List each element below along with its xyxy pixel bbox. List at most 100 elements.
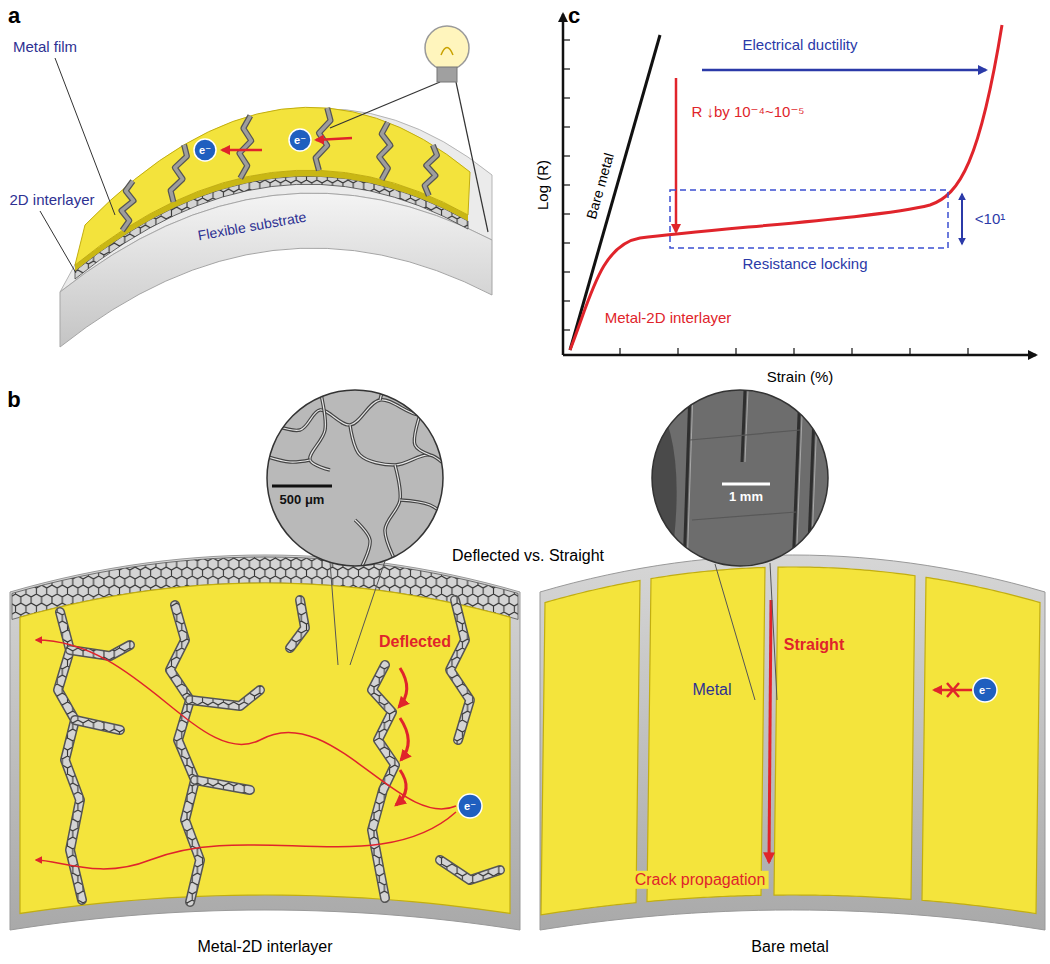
crack: [170, 605, 200, 902]
ductility-arrow: [702, 69, 986, 72]
micro-crack: [684, 390, 690, 570]
micro-crack: [355, 520, 370, 570]
tick: [563, 213, 570, 214]
micrograph-frame: [267, 390, 443, 566]
panel-letter: c: [568, 3, 580, 28]
micro-crack: [690, 430, 800, 520]
crack: [450, 600, 470, 740]
micrograph-content: [262, 380, 450, 570]
tick: [563, 126, 570, 127]
electron-dot: [289, 129, 311, 151]
annotation: R ↓by 10⁻⁴~10⁻⁵: [691, 103, 804, 120]
tick: [793, 348, 794, 355]
zoom-line: [715, 564, 755, 700]
micro-crack: [808, 390, 815, 570]
panel-b: [10, 380, 1045, 930]
panel-letter: a: [8, 3, 20, 28]
tick: [909, 348, 910, 355]
curve-label: Metal-2D interlayer: [605, 309, 732, 326]
electron-dot: [194, 139, 216, 161]
deflection-arrow: [399, 668, 407, 707]
wire: [456, 82, 488, 232]
crack: [70, 645, 130, 656]
scale-bar: [272, 485, 332, 488]
micro-edge: [650, 390, 677, 570]
crack-arrow: [769, 600, 771, 862]
annotation: Resistance locking: [742, 255, 867, 272]
part-label: Metal film: [13, 38, 77, 55]
crack: [70, 645, 130, 656]
crack: [379, 122, 390, 179]
tick: [563, 155, 570, 156]
tick: [563, 242, 570, 243]
micro-crack: [745, 390, 748, 462]
metal-film: [75, 107, 470, 265]
tick: [677, 348, 678, 355]
crack: [425, 145, 437, 196]
heading: Deflected vs. Straight: [452, 547, 604, 565]
current-arrow: [222, 149, 262, 152]
annotation: <10¹: [975, 210, 1005, 227]
micro-crack: [811, 390, 818, 570]
panel-caption: Metal-2D interlayer: [197, 938, 332, 956]
panel-c: [563, 14, 1036, 355]
electron-path: [36, 812, 456, 869]
bulb-filament: [441, 48, 453, 56]
drop-arrow: [675, 78, 678, 232]
locking-box: [670, 190, 948, 248]
annotation: Crack propagation: [632, 871, 769, 889]
tick: [563, 271, 570, 272]
crack: [440, 860, 500, 880]
deflection-arrow: [400, 718, 408, 760]
tick: [563, 184, 570, 185]
micro-crack: [687, 390, 693, 570]
leader-line: [40, 211, 76, 273]
crack: [195, 780, 250, 790]
block-cross: [947, 683, 959, 697]
tick: [735, 348, 736, 355]
range-arrow: [961, 194, 963, 244]
crack: [440, 860, 500, 880]
crack: [170, 605, 200, 902]
micro-crack: [310, 390, 330, 470]
flexible-substrate: [10, 555, 520, 930]
axis-title: Strain (%): [767, 368, 834, 385]
electron-path: [36, 640, 456, 809]
metal-plate: [647, 567, 765, 901]
tick: [851, 348, 852, 355]
current-arrow: [316, 138, 352, 140]
part-label: Metal: [692, 681, 731, 699]
part-label: 2D interlayer: [9, 191, 94, 208]
micro-crack: [380, 380, 385, 400]
bare-metal-curve: [570, 35, 660, 350]
micro-crack: [742, 390, 745, 462]
light-bulb: [425, 26, 469, 70]
x-axis: [563, 354, 1036, 357]
crack: [195, 780, 250, 790]
zoom-line: [330, 562, 338, 665]
micro-crack: [400, 500, 450, 520]
crack: [190, 690, 260, 706]
crack: [290, 600, 305, 648]
scale-bar: [722, 483, 770, 486]
tick: [563, 39, 570, 40]
micro-crack: [350, 425, 450, 470]
crack: [171, 145, 187, 202]
scale-bar-label: 500 μm: [280, 493, 325, 508]
crack: [121, 181, 133, 231]
tick: [563, 68, 570, 69]
electron-symbol: e⁻: [464, 800, 476, 813]
crack: [190, 690, 260, 706]
crack: [75, 720, 120, 730]
micrograph: [267, 390, 443, 566]
crack: [425, 145, 437, 196]
bulb-base: [437, 67, 457, 82]
micro-crack: [355, 520, 370, 570]
tick: [563, 300, 570, 301]
panel-letter: b: [7, 387, 20, 412]
micro-crack: [310, 390, 330, 470]
annotation: Deflected: [379, 633, 451, 651]
electron-symbol: e⁻: [294, 134, 306, 147]
